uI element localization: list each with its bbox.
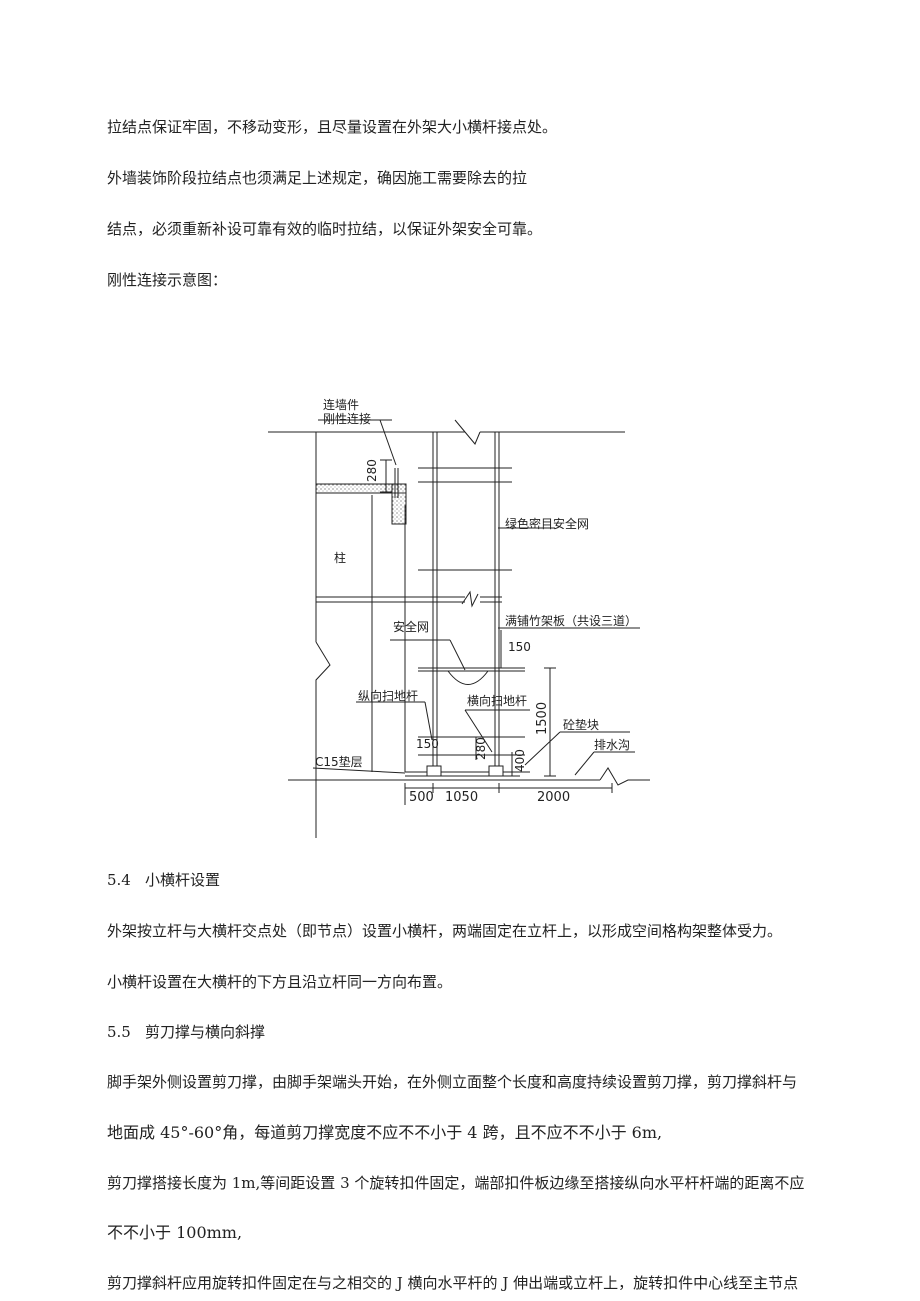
label-rigid-connection: 刚性连接 <box>323 411 371 426</box>
figure-caption: 刚性连接示意图： <box>107 271 228 289</box>
paragraph-small-ledger-2: 小横杆设置在大横杆的下方且沿立杆同一方向布置。 <box>107 973 453 991</box>
label-transverse-sweep-pole: 横向扫地杆 <box>467 693 527 708</box>
label-longitudinal-sweep-pole: 纵向扫地杆 <box>358 688 418 703</box>
paragraph-small-ledger-1: 外架按立杆与大横杆交点处（即节点）设置小横杆，两端固定在立杆上，以形成空间格构架… <box>107 922 783 940</box>
paragraph-scissor-brace-3: 剪刀撑搭接长度为 1m,等间距设置 3 个旋转扣件固定，端部扣件板边缘至搭接纵向… <box>107 1174 805 1192</box>
paragraph-scissor-brace-1: 脚手架外侧设置剪刀撑，由脚手架端头开始，在外侧立面整个长度和高度持续设置剪刀撑，… <box>107 1073 798 1091</box>
section-number: 5.5 <box>107 1023 131 1041</box>
dim-280-low: 280 <box>474 737 488 760</box>
section-heading-5-5: 5.5 剪刀撑与横向斜撑 <box>107 1022 265 1042</box>
label-column: 柱 <box>334 550 346 565</box>
paragraph-temporary-ties: 结点，必须重新补设可靠有效的临时拉结，以保证外架安全可靠。 <box>107 220 543 238</box>
label-bamboo-board: 满铺竹架板（共设三道） <box>505 614 637 628</box>
label-drain-ditch: 排水沟 <box>594 738 630 752</box>
label-wall-tie: 连墙件 <box>323 397 359 412</box>
label-c15-cushion: C15垫层 <box>315 754 363 769</box>
dim-1500: 1500 <box>535 702 550 735</box>
section-number: 5.4 <box>107 871 131 889</box>
dim-400: 400 <box>513 749 527 772</box>
paragraph-scissor-brace-4: 不不小于 100mm, <box>107 1223 243 1242</box>
paragraph-decoration-stage: 外墙装饰阶段拉结点也须满足上述规定，确因施工需要除去的拉 <box>107 169 528 187</box>
section-title: 剪刀撑与横向斜撑 <box>145 1023 266 1041</box>
paragraph-tie-points: 拉结点保证牢固，不移动变形，且尽量设置在外架大小横杆接点处。 <box>107 118 558 136</box>
label-green-safety-net: 绿色密目安全网 <box>505 516 589 531</box>
rigid-connection-diagram: 连墙件 刚性连接 柱 绿色密目安全网 安全网 满铺竹架板（共设三道） 纵向扫地杆… <box>268 397 650 838</box>
dim-280-top: 280 <box>365 459 379 482</box>
dim-150: 150 <box>508 640 531 654</box>
label-concrete-pad: 砼垫块 <box>563 717 599 732</box>
section-heading-5-4: 5.4 小横杆设置 <box>107 870 220 890</box>
paragraph-scissor-brace-5: 剪刀撑斜杆应用旋转扣件固定在与之相交的 J 横向水平杆的 J 伸出端或立杆上，旋… <box>107 1274 799 1292</box>
dim-150-low: 150 <box>416 737 439 751</box>
label-safety-net: 安全网 <box>393 619 429 634</box>
dim-1050: 1050 <box>445 790 478 805</box>
paragraph-scissor-brace-2: 地面成 45°-60°角，每道剪刀撑宽度不应不不小于 4 跨，且不应不不小于 6… <box>107 1123 663 1142</box>
dim-500: 500 <box>409 790 434 805</box>
section-title: 小横杆设置 <box>145 871 221 889</box>
dim-2000: 2000 <box>537 790 570 805</box>
